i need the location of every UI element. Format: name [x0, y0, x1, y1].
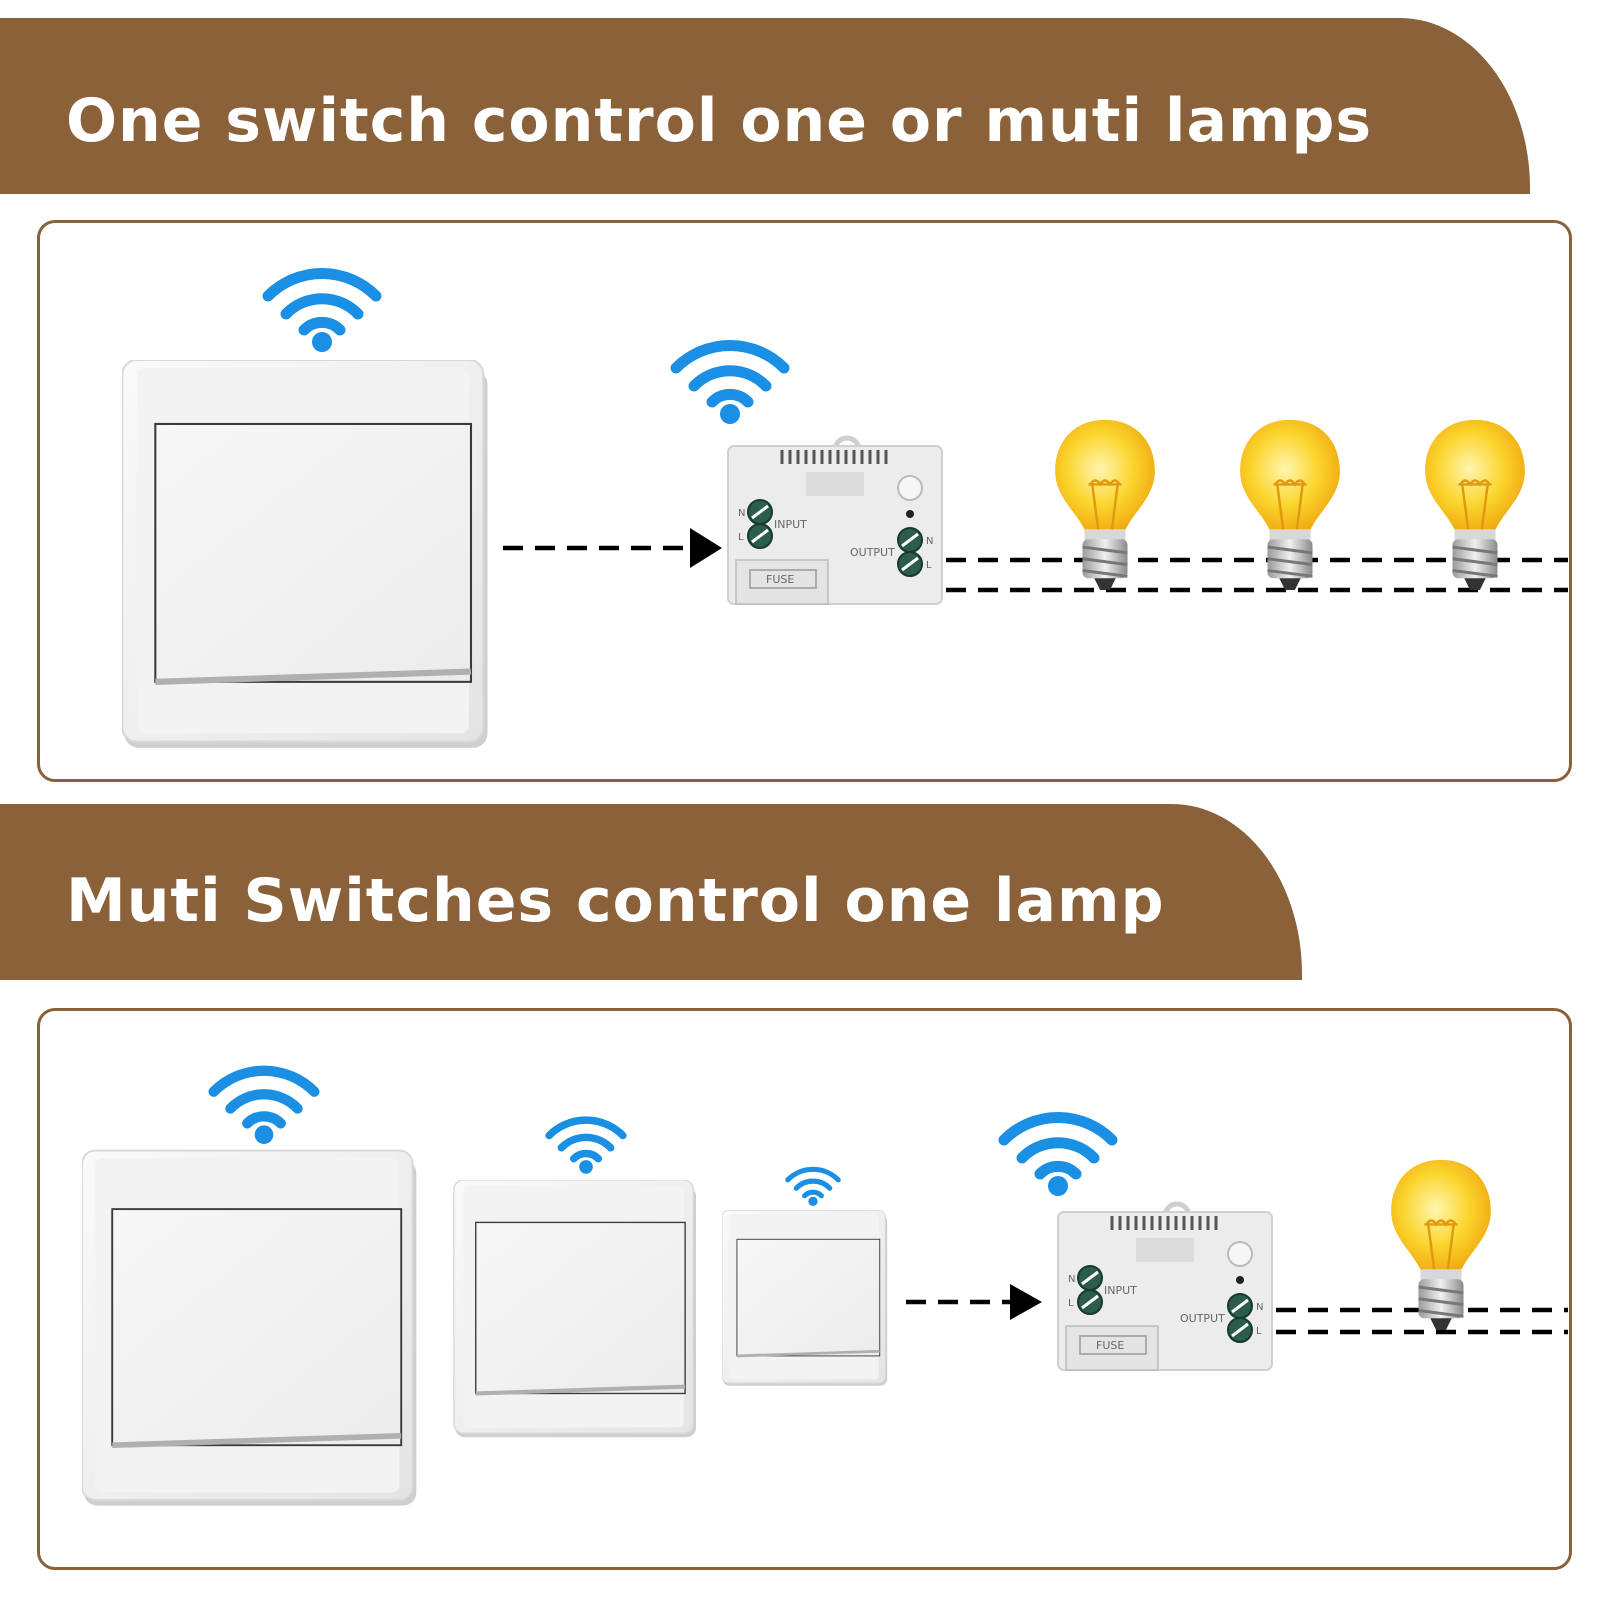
fuse-label: FUSE [766, 573, 794, 586]
arrow-icon [690, 528, 722, 568]
light-switch [722, 1210, 889, 1388]
receiver-module: N L INPUT OUTPUT N L FUSE [1057, 1201, 1273, 1371]
output-label: OUTPUT [850, 546, 895, 559]
wifi-icon [788, 1169, 838, 1206]
output-n-label: N [1256, 1302, 1263, 1313]
light-switch [82, 1151, 416, 1506]
wifi-icon [1004, 1117, 1112, 1196]
receiver-module: N L INPUT OUTPUT N L FUSE [727, 435, 943, 605]
light-bulb-icon [1389, 1158, 1493, 1332]
section1-title: One switch control one or muti lamps [66, 86, 1373, 156]
output-l-label: L [1256, 1326, 1262, 1337]
input-l-label: L [738, 532, 744, 543]
output-n-label: N [926, 536, 933, 547]
light-bulb-icon [1238, 418, 1342, 592]
input-label: INPUT [1104, 1284, 1137, 1297]
fuse-label: FUSE [1096, 1339, 1124, 1352]
section2-banner: Muti Switches control one lamp [0, 804, 1302, 980]
light-switch [454, 1180, 696, 1437]
wifi-icon [549, 1120, 623, 1174]
input-n-label: N [1068, 1274, 1075, 1285]
input-l-label: L [1068, 1298, 1074, 1309]
arrow-icon [1010, 1284, 1042, 1320]
wifi-icon [214, 1071, 315, 1144]
output-label: OUTPUT [1180, 1312, 1225, 1325]
input-n-label: N [738, 508, 745, 519]
input-label: INPUT [774, 518, 807, 531]
section1-banner: One switch control one or muti lamps [0, 18, 1530, 194]
light-bulb-icon [1423, 418, 1527, 592]
light-bulb-icon [1053, 418, 1157, 592]
wifi-icon [676, 345, 784, 424]
light-switch [122, 360, 487, 748]
section2-title: Muti Switches control one lamp [66, 866, 1165, 936]
output-l-label: L [926, 560, 932, 571]
wifi-icon [268, 273, 376, 352]
